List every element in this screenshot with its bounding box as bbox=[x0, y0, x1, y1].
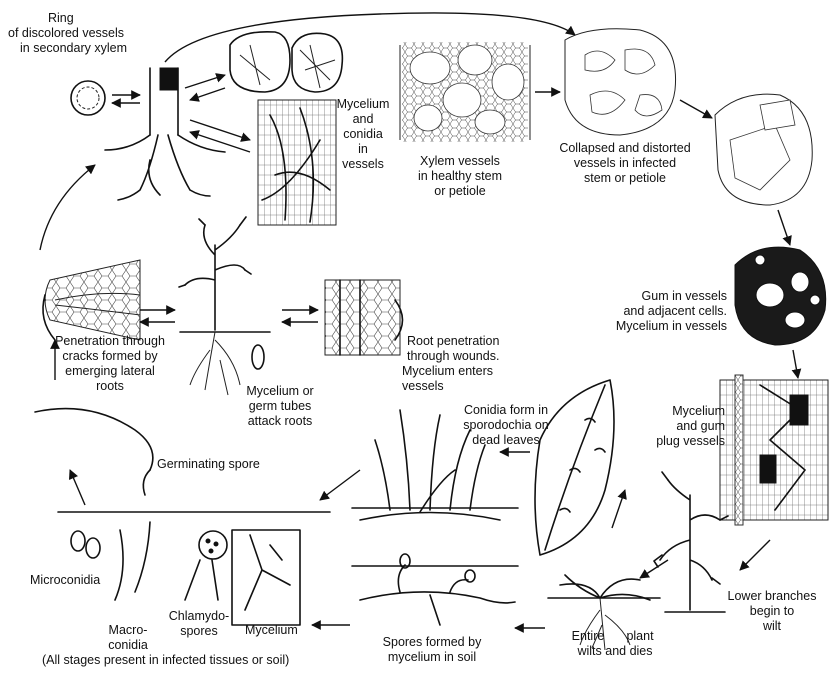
healthy-xylem-cross-section bbox=[400, 42, 530, 142]
svg-text:germ tubes: germ tubes bbox=[249, 399, 312, 413]
svg-text:Ring: Ring bbox=[48, 11, 74, 25]
svg-text:stem or petiole: stem or petiole bbox=[584, 171, 666, 185]
svg-text:of discolored vessels: of discolored vessels bbox=[8, 26, 124, 40]
svg-text:or petiole: or petiole bbox=[434, 184, 485, 198]
arrow-plug-to-lower-branches bbox=[740, 540, 770, 570]
label-all-stages-note: (All stages present in infected tissues … bbox=[42, 653, 289, 667]
germinating-spore bbox=[35, 409, 153, 495]
svg-text:attack roots: attack roots bbox=[248, 414, 313, 428]
svg-text:emerging lateral: emerging lateral bbox=[65, 364, 155, 378]
svg-text:wilts and dies: wilts and dies bbox=[576, 644, 652, 658]
svg-text:Collapsed and distorted: Collapsed and distorted bbox=[559, 141, 690, 155]
svg-text:dead leaves: dead leaves bbox=[472, 433, 539, 447]
label-mycelium-box: Mycelium bbox=[245, 623, 298, 637]
label-root-penetration: Root penetration through wounds. Myceliu… bbox=[402, 334, 499, 393]
svg-text:conidia: conidia bbox=[343, 127, 383, 141]
vessel-cross-section-mycelium bbox=[230, 32, 342, 92]
label-spores-soil: Spores formed by mycelium in soil bbox=[383, 635, 482, 664]
arrow-distorted-to-gum bbox=[778, 210, 790, 245]
label-collapsed-vessels: Collapsed and distorted vessels in infec… bbox=[559, 141, 690, 185]
label-xylem-healthy: Xylem vessels in healthy stem or petiole bbox=[418, 154, 502, 198]
svg-text:Xylem vessels: Xylem vessels bbox=[420, 154, 500, 168]
svg-text:Spores formed by: Spores formed by bbox=[383, 635, 482, 649]
svg-text:sporodochia on: sporodochia on bbox=[463, 418, 549, 432]
root-wound-penetration bbox=[325, 280, 403, 355]
young-plant-seedling bbox=[179, 217, 270, 395]
label-ring: Ring of discolored vessels in secondary … bbox=[8, 11, 127, 55]
svg-text:plant: plant bbox=[626, 629, 654, 643]
soil-mycelium-spores bbox=[352, 554, 518, 625]
svg-text:Conidia form in: Conidia form in bbox=[464, 403, 548, 417]
mycelium-gum-plug-vessels bbox=[720, 375, 828, 525]
double-arrow-plant-root-penetration bbox=[282, 310, 318, 322]
svg-text:conidia: conidia bbox=[108, 638, 148, 652]
svg-text:Mycelium: Mycelium bbox=[337, 97, 390, 111]
ring-cross-section bbox=[71, 81, 105, 115]
svg-text:Entire: Entire bbox=[572, 629, 605, 643]
svg-text:cracks formed by: cracks formed by bbox=[62, 349, 158, 363]
svg-text:plug vessels: plug vessels bbox=[656, 434, 725, 448]
arrow-gum-to-plug bbox=[793, 350, 798, 378]
label-mycelium-conidia-vessels: Mycelium and conidia in vessels bbox=[337, 97, 390, 171]
svg-text:and adjacent cells.: and adjacent cells. bbox=[623, 304, 727, 318]
arrow-to-stem-top bbox=[40, 165, 95, 250]
svg-text:Mycelium: Mycelium bbox=[672, 404, 725, 418]
svg-text:Mycelium or: Mycelium or bbox=[246, 384, 313, 398]
label-macroconidia: Macro- conidia bbox=[108, 623, 148, 652]
label-germinating-spore: Germinating spore bbox=[157, 457, 260, 471]
svg-text:Root penetration: Root penetration bbox=[407, 334, 499, 348]
arrow-collapsed-to-distorted bbox=[680, 100, 712, 118]
plant-lower-branches-wilt bbox=[654, 472, 728, 612]
label-microconidia: Microconidia bbox=[30, 573, 100, 587]
svg-text:and: and bbox=[353, 112, 374, 126]
label-germ-tubes: Mycelium or germ tubes attack roots bbox=[246, 384, 313, 428]
svg-text:vessels: vessels bbox=[402, 379, 444, 393]
arrow-conidia-to-soil-stages bbox=[320, 470, 360, 500]
svg-text:Mycelium in vessels: Mycelium in vessels bbox=[616, 319, 727, 333]
svg-text:in healthy stem: in healthy stem bbox=[418, 169, 502, 183]
label-penetration-cracks: Penetration through cracks formed by eme… bbox=[55, 334, 165, 393]
label-mycelium-gum-plug: Mycelium and gum plug vessels bbox=[656, 404, 725, 448]
svg-text:through wounds.: through wounds. bbox=[407, 349, 499, 363]
svg-text:Penetration through: Penetration through bbox=[55, 334, 165, 348]
svg-text:begin to: begin to bbox=[750, 604, 795, 618]
longitudinal-vessels-mycelium bbox=[258, 100, 336, 225]
stem-with-discolored-ring bbox=[105, 68, 225, 200]
svg-text:Mycelium enters: Mycelium enters bbox=[402, 364, 493, 378]
collapsed-vessels-cross-section bbox=[565, 29, 676, 135]
label-chlamydospores: Chlamydo- spores bbox=[169, 609, 229, 638]
svg-text:vessels in infected: vessels in infected bbox=[574, 156, 676, 170]
svg-text:Chlamydo-: Chlamydo- bbox=[169, 609, 229, 623]
double-arrow-ring-stem bbox=[112, 95, 140, 103]
double-arrow-stem-crosssection bbox=[185, 75, 225, 100]
svg-text:mycelium in soil: mycelium in soil bbox=[388, 650, 476, 664]
arrow-soil-to-germinating bbox=[70, 470, 85, 505]
svg-text:roots: roots bbox=[96, 379, 124, 393]
gum-in-vessels-cross-section bbox=[735, 247, 826, 345]
svg-text:Gum in vessels: Gum in vessels bbox=[642, 289, 727, 303]
svg-text:Macro-: Macro- bbox=[109, 623, 148, 637]
arrow-lower-to-entire bbox=[640, 560, 668, 578]
double-arrow-stem-longitudinal bbox=[190, 120, 250, 152]
arrow-entire-to-conidia-form bbox=[612, 490, 625, 528]
svg-text:in: in bbox=[358, 142, 368, 156]
svg-text:wilt: wilt bbox=[762, 619, 782, 633]
root-tip-penetration bbox=[43, 260, 140, 340]
label-gum-vessels: Gum in vessels and adjacent cells. Mycel… bbox=[616, 289, 727, 333]
label-entire-plant: Entire plant wilts and dies bbox=[572, 629, 654, 658]
svg-text:vessels: vessels bbox=[342, 157, 384, 171]
svg-text:spores: spores bbox=[180, 624, 218, 638]
distorted-vessels-cross-section bbox=[715, 94, 812, 205]
svg-text:in secondary xylem: in secondary xylem bbox=[20, 41, 127, 55]
label-lower-branches: Lower branches begin to wilt bbox=[728, 589, 817, 633]
svg-text:Lower branches: Lower branches bbox=[728, 589, 817, 603]
svg-text:and gum: and gum bbox=[676, 419, 725, 433]
double-arrow-root-plant bbox=[140, 310, 175, 322]
label-conidia-form: Conidia form in sporodochia on dead leav… bbox=[463, 403, 549, 447]
